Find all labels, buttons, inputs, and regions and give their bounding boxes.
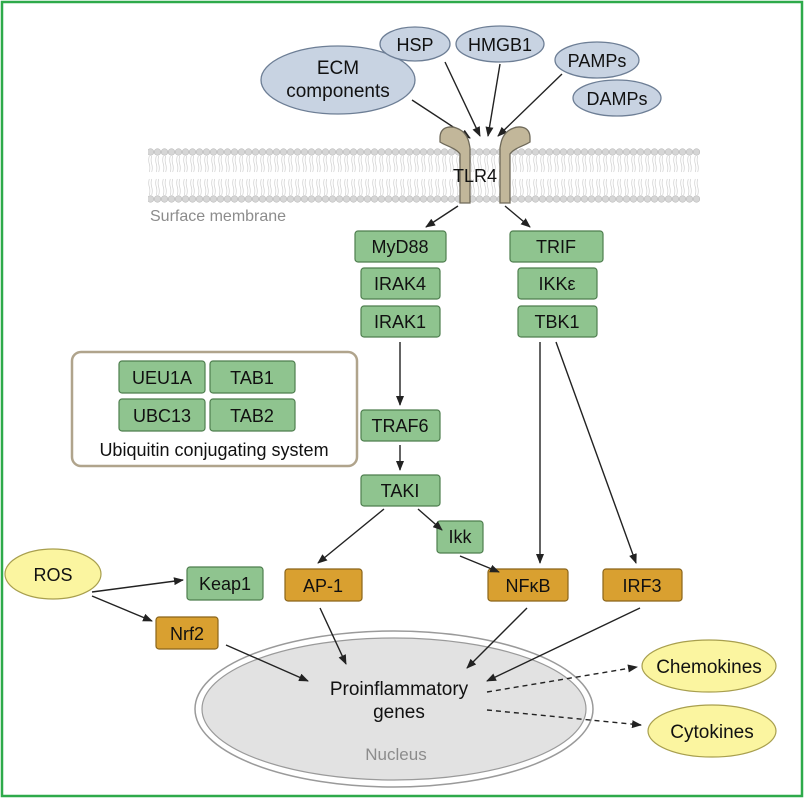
nucleus: Proinflammatory genes Nucleus — [194, 630, 594, 788]
nucleus-label: Nucleus — [365, 745, 426, 764]
arrow-tlr4-to-trif — [504, 205, 531, 228]
arrow-ikk-to-nfkb — [459, 555, 500, 573]
arrow-genes-to-cytokines — [486, 709, 642, 729]
ap1-label: AP-1 — [303, 576, 343, 596]
arrow-ap1-to-genes — [319, 607, 347, 665]
ubc13-node — [118, 398, 206, 432]
nucleus-inner-membrane — [201, 637, 587, 781]
pamps-label: PAMPs — [568, 51, 627, 71]
nfkb-label: NFκB — [506, 576, 551, 596]
irak1-node — [360, 305, 441, 338]
arrow-ros-to-nrf2 — [91, 595, 153, 622]
trif-node — [509, 230, 604, 263]
ecm-label-line1: ECM — [317, 58, 359, 79]
nrf2-label: Nrf2 — [170, 624, 204, 644]
cytokines-node — [647, 704, 777, 758]
tlr4-right-chain — [499, 126, 531, 204]
taki-label: TAKI — [381, 481, 420, 501]
ligands: ECM components HSP HMGB1 PAMPs DAMPs — [260, 25, 662, 117]
cytokines-label: Cytokines — [670, 722, 753, 743]
ubiquitin-system: UEU1A TAB1 UBC13 TAB2 Ubiquitin conjugat… — [70, 350, 359, 468]
output-arrows — [486, 664, 642, 729]
arrow-tlr4-to-myd88 — [425, 205, 459, 228]
arrow-hmgb1-to-tlr4 — [485, 63, 501, 137]
genes-label-line2: genes — [373, 702, 425, 723]
myd88-node — [354, 230, 447, 263]
taki-node — [360, 474, 441, 507]
ikke-node — [517, 267, 598, 300]
ueu1a-node — [118, 360, 206, 394]
outputs: Chemokines Cytokines — [641, 639, 777, 758]
irf3-node — [602, 568, 683, 602]
ubc13-label: UBC13 — [133, 406, 191, 426]
ecm-components-node — [260, 45, 416, 115]
irf3-label: IRF3 — [622, 576, 661, 596]
tlr4-label: TLR4 — [453, 166, 497, 186]
chemokines-node — [641, 639, 777, 693]
surface-membrane-label: Surface membrane — [150, 208, 286, 225]
tlr4-receptor: TLR4 — [439, 126, 531, 204]
myd88-label: MyD88 — [371, 237, 428, 257]
myd88-pathway: MyD88 IRAK4 IRAK1 TRAF6 TAKI Ikk — [354, 230, 484, 554]
trif-pathway: TRIF IKKε TBK1 — [509, 230, 604, 338]
trif-label: TRIF — [536, 237, 576, 257]
ikk-node — [436, 520, 484, 554]
ikke-label: IKKε — [538, 274, 575, 294]
arrow-ros-to-keap1 — [91, 577, 184, 593]
tab1-label: TAB1 — [230, 368, 274, 388]
hsp-node — [379, 26, 451, 62]
surface-membrane — [148, 148, 700, 203]
tbk1-label: TBK1 — [534, 312, 579, 332]
arrow-nrf2-to-genes — [225, 644, 309, 682]
chemokines-label: Chemokines — [656, 657, 762, 678]
arrow-taki-to-ap1 — [317, 508, 385, 564]
arrow-genes-to-chemokines — [486, 664, 638, 693]
nfkb-node — [487, 568, 569, 602]
nrf2-node — [155, 616, 219, 650]
irak4-node — [360, 267, 441, 300]
pathway-arrows — [91, 205, 641, 682]
ueu1a-label: UEU1A — [132, 368, 192, 388]
ros-node — [4, 548, 102, 600]
hmgb1-label: HMGB1 — [468, 35, 532, 55]
damps-node — [572, 79, 662, 117]
pamps-node — [554, 41, 640, 79]
genes-label-line1: Proinflammatory — [330, 679, 469, 700]
irak4-label: IRAK4 — [374, 274, 426, 294]
tab1-node — [209, 360, 296, 394]
tlr4-left-chain — [439, 126, 471, 204]
ecm-label-line2: components — [286, 81, 390, 102]
ap1-node — [284, 568, 363, 602]
arrow-tbk1-to-irf3 — [555, 341, 637, 564]
ubiquitin-system-label: Ubiquitin conjugating system — [99, 440, 328, 460]
keap1-node — [186, 566, 264, 601]
irak1-label: IRAK1 — [374, 312, 426, 332]
keap1-label: Keap1 — [199, 574, 251, 594]
traf6-label: TRAF6 — [371, 416, 428, 436]
traf6-node — [360, 409, 441, 442]
oxidative-stress: ROS Keap1 — [4, 548, 264, 601]
arrow-taki-to-ikk — [417, 508, 443, 531]
tab2-node — [209, 398, 296, 432]
tbk1-node — [517, 305, 598, 338]
arrow-nfkb-to-genes — [466, 607, 528, 669]
hsp-label: HSP — [396, 35, 433, 55]
transcription-factors: AP-1 NFκB IRF3 Nrf2 — [155, 568, 683, 650]
arrow-hsp-to-tlr4 — [444, 61, 481, 137]
damps-label: DAMPs — [586, 89, 647, 109]
ikk-label: Ikk — [448, 527, 472, 547]
arrow-irf3-to-genes — [486, 607, 641, 682]
arrow-pamps-to-tlr4 — [497, 73, 563, 137]
hmgb1-node — [455, 25, 545, 63]
ros-label: ROS — [33, 565, 72, 585]
tab2-label: TAB2 — [230, 406, 274, 426]
